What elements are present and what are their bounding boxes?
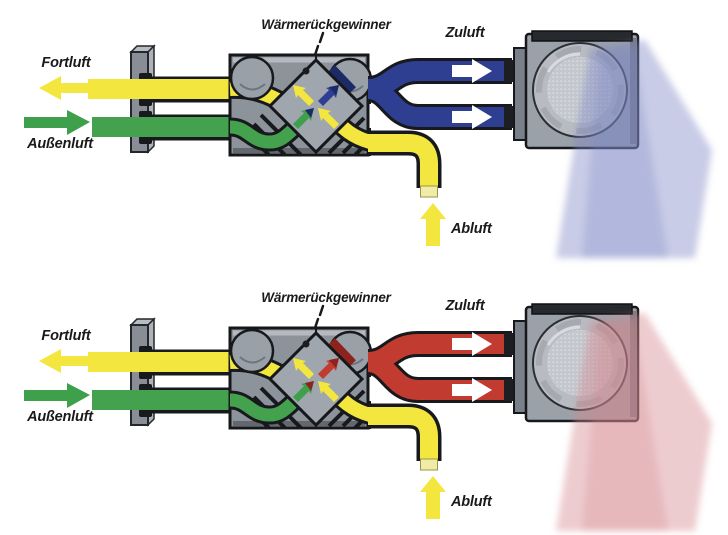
hrv-graphic <box>24 304 712 531</box>
label-supply-air: Zuluft <box>444 298 485 314</box>
label-outdoor-air: Außenluft <box>26 409 94 425</box>
diagram-blue-variant: Wärmerückgewinner Zuluft Fortluft Außenl… <box>24 17 712 258</box>
diagram-red-variant: Wärmerückgewinner Zuluft Fortluft Außenl… <box>24 290 712 531</box>
label-exhaust-air: Fortluft <box>41 55 92 71</box>
label-outdoor-air: Außenluft <box>26 136 94 152</box>
label-extract-air: Abluft <box>450 494 493 510</box>
label-supply-air: Zuluft <box>444 25 485 41</box>
label-pointer-dashes <box>313 304 325 330</box>
label-extract-air: Abluft <box>450 221 493 237</box>
label-exhaust-air: Fortluft <box>41 328 92 344</box>
label-heat-recovery-unit: Wärmerückgewinner <box>261 17 391 32</box>
hrv-graphic <box>24 31 712 258</box>
label-pointer-dashes <box>313 31 325 57</box>
label-heat-recovery-unit: Wärmerückgewinner <box>261 290 391 305</box>
